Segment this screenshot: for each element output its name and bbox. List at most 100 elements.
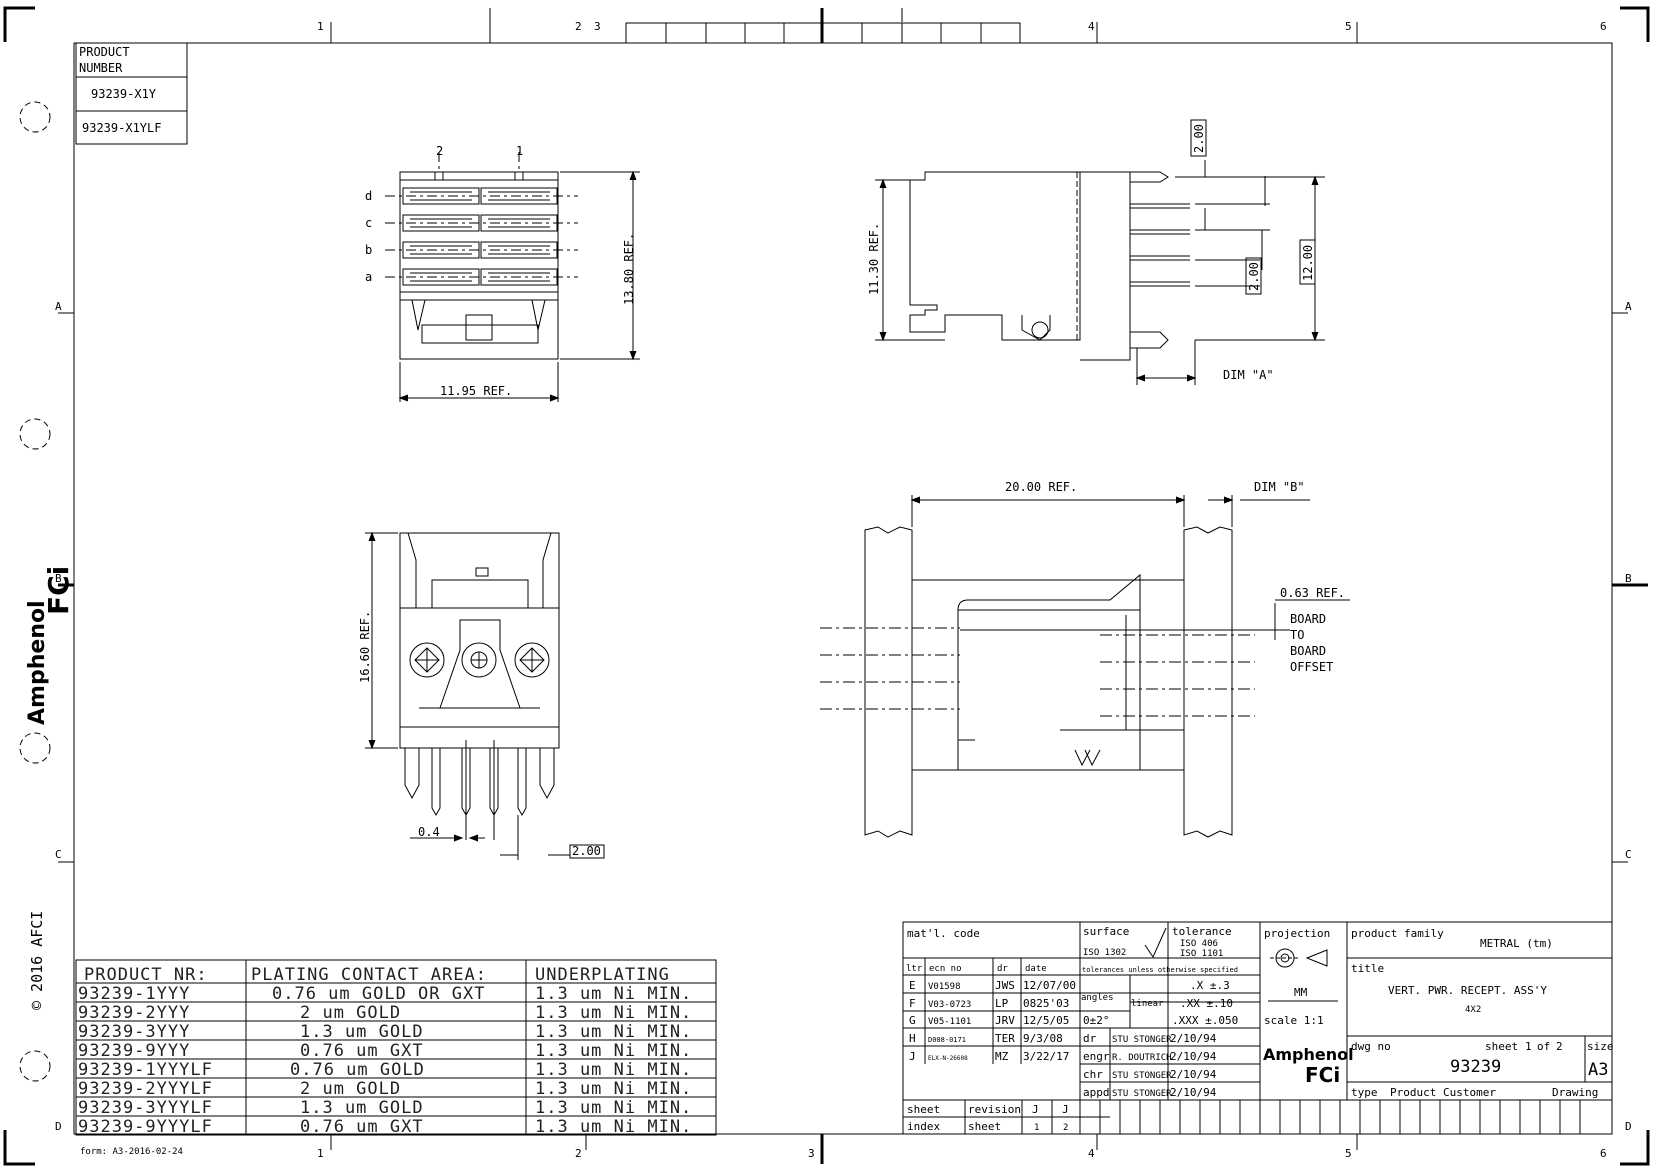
row-label-d: d	[365, 189, 372, 203]
rev-dr: MZ	[995, 1050, 1009, 1063]
table-cell: 0.76 um GXT	[300, 1117, 424, 1137]
product-number-1: 93239-X1Y	[91, 87, 157, 101]
tolerances-note: tolerances unless otherwise specified	[1082, 966, 1238, 974]
zone-left-a: A	[55, 300, 62, 313]
approval-role: appd	[1083, 1086, 1110, 1099]
table-cell: 93239-2YYYLF	[78, 1079, 213, 1099]
zone-top-3: 3	[594, 20, 601, 33]
offset-label-offset: OFFSET	[1290, 660, 1333, 674]
angles-value: 0±2°	[1083, 1014, 1110, 1027]
zone-bottom-4: 4	[1088, 1147, 1095, 1160]
zone-bottom-6: 6	[1600, 1147, 1607, 1160]
zone-right-a: A	[1625, 300, 1632, 313]
offset-label-board-1: BOARD	[1290, 612, 1326, 626]
table-cell: 1.3 um Ni MIN.	[535, 1098, 692, 1118]
top-view-width-dim: 11.95 REF.	[440, 384, 512, 398]
side-ref-height-dim: 11.30 REF.	[867, 223, 881, 295]
table-cell: 2 um GOLD	[300, 1003, 401, 1023]
zone-top-5: 5	[1345, 20, 1352, 33]
top-view-height-dim: 13.80 REF.	[622, 233, 636, 305]
row-label-a: a	[365, 270, 372, 284]
rev-dr: LP	[995, 997, 1009, 1010]
rev-header-ltr: ltr	[906, 964, 923, 974]
rev-date: 3/22/17	[1023, 1050, 1069, 1063]
side-height-dim: 12.00	[1301, 245, 1315, 281]
angles-label: angles	[1081, 993, 1114, 1003]
front-view	[365, 531, 605, 860]
table-header-underplating: UNDERPLATING	[535, 965, 670, 985]
pin-col-label-2: 2	[436, 144, 443, 158]
drawing-label: Drawing	[1552, 1086, 1598, 1099]
brand-name-fci: FCi	[42, 566, 75, 615]
form-label: form: A3-2016-02-24	[80, 1147, 183, 1157]
row-label-b: b	[365, 243, 372, 257]
product-family-value: METRAL (tm)	[1480, 937, 1553, 950]
table-cell: 1.3 um Ni MIN.	[535, 1003, 692, 1023]
rev-ecn: ELX-N-26608	[928, 1055, 968, 1062]
surface-label: surface	[1083, 925, 1129, 938]
brand-name-amphenol: Amphenol	[25, 600, 50, 725]
index-value-rev-2: J	[1062, 1103, 1069, 1116]
table-cell: 93239-9YYYLF	[78, 1117, 213, 1137]
rev-date: 9/3/08	[1023, 1032, 1063, 1045]
table-cell: 1.3 um Ni MIN.	[535, 984, 692, 1004]
drawing-subtitle: 4X2	[1465, 1005, 1481, 1015]
approval-role: engr	[1083, 1050, 1110, 1063]
title-label: title	[1351, 962, 1384, 975]
offset-label-board-2: BOARD	[1290, 644, 1326, 658]
product-number-header-2: NUMBER	[79, 61, 123, 75]
dim-b-label: DIM "B"	[1254, 480, 1305, 494]
rev-ltr: H	[909, 1032, 916, 1045]
zone-right-b: B	[1625, 572, 1632, 585]
title-brand-fci: FCi	[1305, 1063, 1340, 1087]
sheet-total: 2	[1556, 1040, 1563, 1053]
rev-ltr: F	[909, 997, 916, 1010]
linear-label: linear	[1131, 999, 1164, 1009]
zone-left-d: D	[55, 1120, 62, 1133]
of-label: of	[1537, 1040, 1550, 1053]
plating-table: PRODUCT NR: PLATING CONTACT AREA: UNDERP…	[75, 959, 717, 1137]
tolerance-iso-2: ISO 1101	[1180, 949, 1223, 959]
approval-date: 2/10/94	[1170, 1068, 1217, 1081]
zone-top-4: 4	[1088, 20, 1095, 33]
table-cell: 0.76 um GOLD	[290, 1060, 425, 1080]
sheet-num: 1	[1525, 1040, 1532, 1053]
dwg-no-label: dwg no	[1351, 1040, 1391, 1053]
rev-ltr: E	[909, 979, 916, 992]
approval-role: chr	[1083, 1068, 1103, 1081]
side-view	[875, 119, 1325, 385]
contact-slots	[402, 187, 558, 286]
title-block: mat'l. code surface ISO 1302 tolerance I…	[902, 921, 1614, 1135]
linear-value-2: .XX ±.10	[1180, 997, 1233, 1010]
offset-label-to: TO	[1290, 628, 1304, 642]
approval-name: STU STONGER	[1112, 1089, 1172, 1099]
side-pitch-mid-dim: 2.00	[1247, 262, 1261, 291]
index-value-sheet-1: 1	[1034, 1123, 1039, 1133]
table-cell: 0.76 um GXT	[300, 1041, 424, 1061]
dwg-no-value: 93239	[1450, 1057, 1501, 1077]
table-cell: 1.3 um GOLD	[300, 1022, 424, 1042]
table-cell: 93239-2YYY	[78, 1003, 190, 1023]
pin-col-label-1: 1	[516, 144, 523, 158]
zone-labels: 1 2 3 4 5 6 1 2 3 4 5 6 A B C D A B C D	[55, 20, 1632, 1160]
table-cell: 93239-3YYYLF	[78, 1098, 213, 1118]
brand-logo-title-block: Amphenol FCi	[1263, 1045, 1354, 1087]
units-value: MM	[1294, 986, 1308, 999]
rev-ecn: V05-1101	[928, 1017, 971, 1027]
rev-ltr: G	[909, 1014, 916, 1027]
product-number-box: PRODUCT NUMBER 93239-X1Y 93239-X1YLF	[75, 42, 188, 145]
index-label-sheet-2: sheet	[968, 1120, 1001, 1133]
zone-bottom-5: 5	[1345, 1147, 1352, 1160]
zone-top-2: 2	[575, 20, 582, 33]
rev-ecn: V03-0723	[928, 1000, 971, 1010]
table-header-product: PRODUCT NR:	[84, 965, 208, 985]
size-label: size	[1587, 1040, 1614, 1053]
product-number-2: 93239-X1YLF	[82, 121, 161, 135]
zone-top-6: 6	[1600, 20, 1607, 33]
board-view	[820, 495, 1350, 838]
approval-date: 2/10/94	[1170, 1032, 1217, 1045]
zone-top-1: 1	[317, 20, 324, 33]
rev-dr: TER	[995, 1032, 1015, 1045]
front-pitch-dim: 2.00	[572, 844, 601, 858]
